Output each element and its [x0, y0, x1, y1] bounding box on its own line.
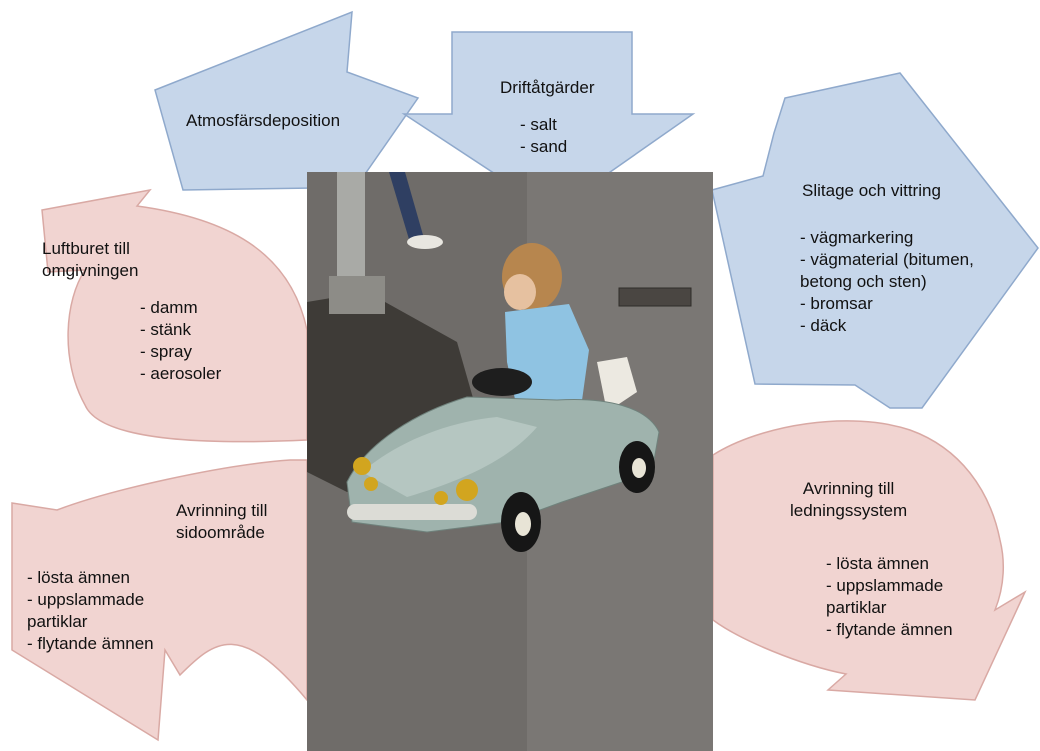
- headlight-left: [353, 457, 371, 475]
- avrinning-ledningssystem-arrow: [712, 420, 1027, 701]
- seat: [597, 357, 637, 412]
- slitage-label: Slitage och vittring - vägmarkering - vä…: [800, 180, 974, 337]
- avrinning-ledningssystem-title-line: Avrinning till: [802, 479, 895, 498]
- slitage-title: Slitage och vittring: [802, 181, 941, 200]
- luftburet-arrow: [41, 188, 308, 443]
- avrinning-ledningssystem-title-line: ledningssystem: [790, 501, 908, 520]
- car-hood: [362, 417, 537, 497]
- car-body: [346, 396, 660, 533]
- avrinning-sidoomrade-item: partiklar: [27, 612, 88, 631]
- slitage-item: - däck: [800, 316, 847, 335]
- luftburet-item: - spray: [140, 342, 192, 361]
- avrinning-ledningssystem-item: - lösta ämnen: [826, 554, 929, 573]
- slitage-item: - vägmaterial (bitumen,: [800, 250, 974, 269]
- luftburet-item: - aerosoler: [140, 364, 222, 383]
- photo-child-in-toy-car: [307, 172, 713, 751]
- avrinning-sidoomrade-label: Avrinning till sidoområde: [176, 500, 267, 544]
- rear-wheel-hub: [632, 458, 646, 478]
- driftatgarder-item: - salt: [520, 115, 557, 134]
- slitage-item: - vägmarkering: [800, 228, 914, 247]
- avrinning-sidoomrade-item: - flytande ämnen: [27, 634, 154, 653]
- luftburet-title-line: omgivningen: [42, 261, 139, 280]
- driftatgarder-item: - sand: [520, 137, 568, 156]
- avrinning-ledningssystem-item: - uppslammade: [826, 576, 944, 595]
- atmosfarsdeposition-arrow: [154, 10, 420, 201]
- luftburet-item: - damm: [140, 298, 198, 317]
- avrinning-ledningssystem-item: - flytande ämnen: [826, 620, 953, 639]
- avrinning-sidoomrade-items: - lösta ämnen - uppslammade partiklar - …: [27, 567, 154, 655]
- avrinning-sidoomrade-title-line: Avrinning till: [176, 501, 268, 520]
- front-wheel-hub: [515, 512, 531, 536]
- slitage-item: betong och sten): [800, 272, 927, 291]
- person-leg: [389, 172, 425, 246]
- avrinning-ledningssystem-label: Avrinning till ledningssystem: [790, 478, 907, 522]
- steering-wheel: [472, 368, 532, 396]
- driftatgarder-title: Driftåtgärder: [500, 78, 595, 97]
- drain-grate: [618, 287, 692, 307]
- foglight-right: [434, 491, 448, 505]
- shoe: [407, 235, 443, 249]
- avrinning-sidoomrade-item: - lösta ämnen: [27, 568, 130, 587]
- slitage-arrow: [711, 72, 1039, 409]
- headlight-right: [456, 479, 478, 501]
- luftburet-title-line: Luftburet till: [42, 239, 130, 258]
- driftatgarder-label: Driftåtgärder - salt - sand: [500, 77, 594, 158]
- car-bumper: [347, 504, 477, 520]
- luftburet-label: Luftburet till omgivningen - damm - stän…: [42, 238, 221, 385]
- child-face: [504, 274, 536, 310]
- atmosfarsdeposition-label: Atmosfärsdeposition: [186, 110, 340, 132]
- driftatgarder-arrow: [401, 31, 696, 213]
- slitage-item: - bromsar: [800, 294, 873, 313]
- post: [337, 172, 365, 278]
- avrinning-sidoomrade-item: - uppslammade: [27, 590, 145, 609]
- avrinning-sidoomrade-title-line: sidoområde: [176, 523, 265, 542]
- foglight-left: [364, 477, 378, 491]
- avrinning-ledningssystem-item: partiklar: [826, 598, 887, 617]
- avrinning-ledningssystem-items: - lösta ämnen - uppslammade partiklar - …: [826, 553, 953, 641]
- luftburet-item: - stänk: [140, 320, 192, 339]
- atmosfarsdeposition-title: Atmosfärsdeposition: [186, 111, 341, 130]
- post-base: [329, 276, 385, 314]
- child-jacket: [505, 304, 589, 422]
